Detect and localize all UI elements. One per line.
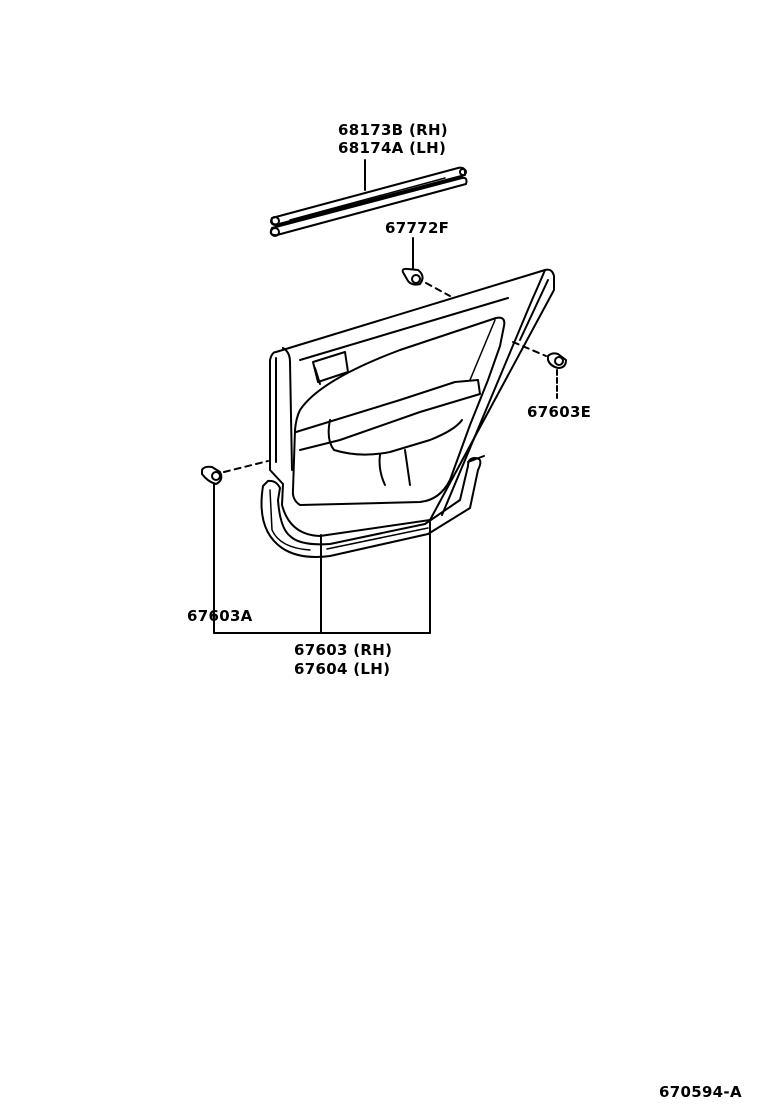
weatherstrip-part <box>269 166 468 237</box>
label-trim-board-rh: 67603 (RH) <box>294 641 393 659</box>
label-weatherstrip-rh: 68173B (RH) <box>338 121 448 139</box>
figure-id: 670594-A <box>659 1083 742 1101</box>
trim-board-part <box>260 268 555 558</box>
label-trim-board-lh: 67604 (LH) <box>294 660 391 678</box>
label-clip-left: 67603A <box>187 607 253 625</box>
clip-67603E-part <box>512 341 567 399</box>
label-clip-right: 67603E <box>527 403 592 421</box>
label-clip-top: 67772F <box>385 219 450 237</box>
label-weatherstrip-lh: 68174A (LH) <box>338 139 447 157</box>
clip-67772F-part <box>401 237 451 297</box>
